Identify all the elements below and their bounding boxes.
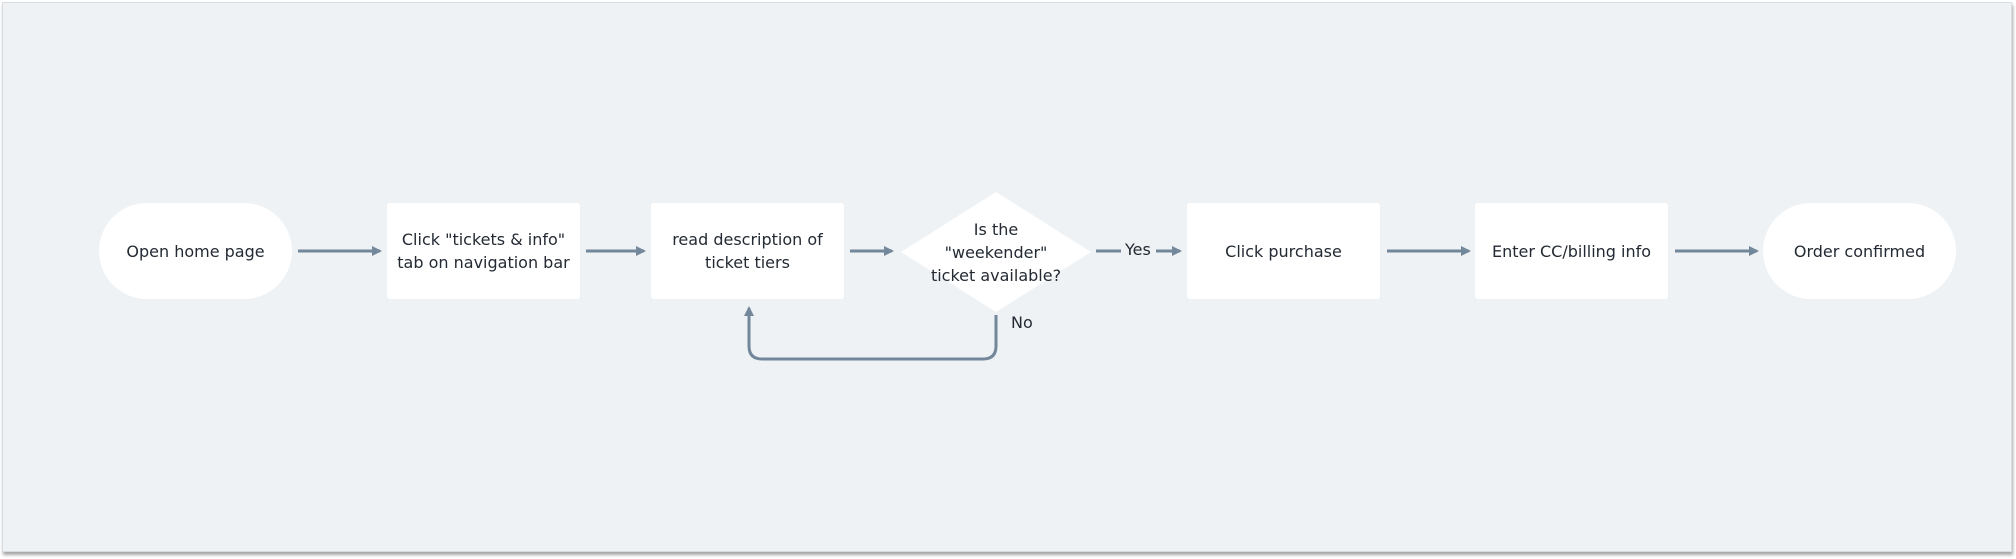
- start-node: Open home page: [99, 203, 292, 299]
- decision-node: Is the "weekender" ticket available?: [900, 191, 1092, 313]
- start-node-label: Open home page: [126, 241, 265, 261]
- read-description-node-label: read description of ticket tiers: [672, 230, 823, 272]
- connectors-layer: [298, 246, 1759, 361]
- read-description-node: read description of ticket tiers: [651, 203, 844, 299]
- no-edge-label: No: [1011, 313, 1033, 332]
- arrow-decision-no-loop: [744, 306, 998, 361]
- end-node-label: Order confirmed: [1793, 241, 1926, 261]
- click-purchase-node: Click purchase: [1187, 203, 1380, 299]
- enter-billing-node-label: Enter CC/billing info: [1491, 241, 1652, 261]
- yes-edge-label: Yes: [1125, 240, 1151, 259]
- click-purchase-node-label: Click purchase: [1225, 241, 1342, 261]
- decision-node-label: Is the "weekender" ticket available?: [930, 219, 1062, 285]
- decision-diamond-shape: [901, 192, 1091, 312]
- enter-billing-node: Enter CC/billing info: [1475, 203, 1668, 299]
- click-tickets-node-label: Click "tickets & info" tab on navigation…: [397, 230, 570, 272]
- end-node: Order confirmed: [1763, 203, 1956, 299]
- click-tickets-node: Click "tickets & info" tab on navigation…: [387, 203, 580, 299]
